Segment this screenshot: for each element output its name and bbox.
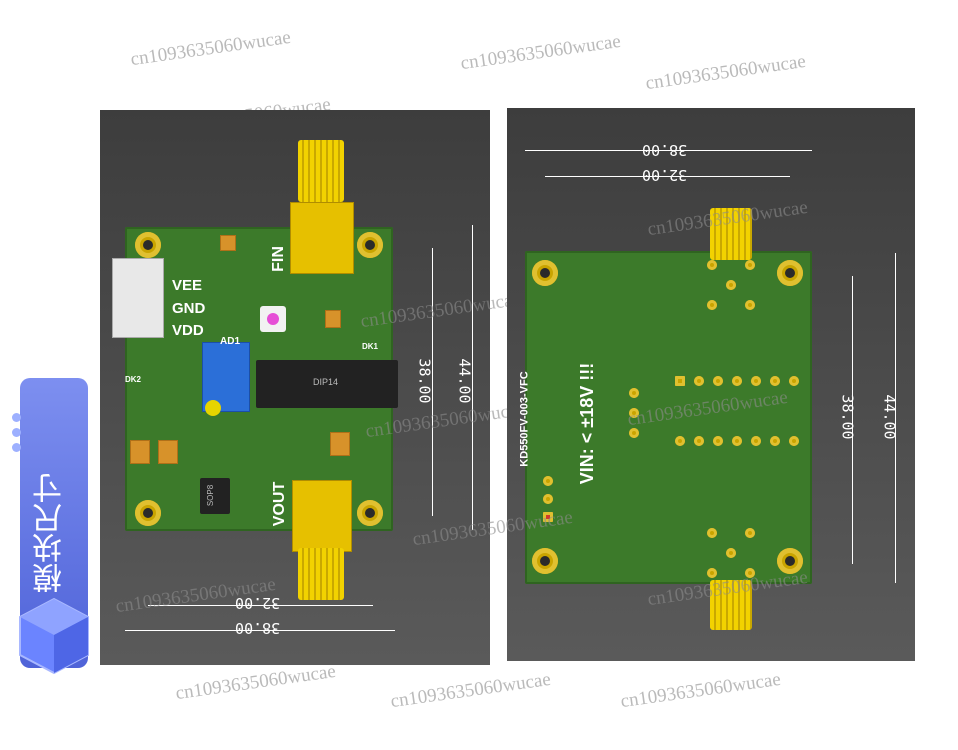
watermark: cn1093635060wucae <box>174 660 338 705</box>
mount-hole <box>532 260 558 286</box>
header-pad <box>543 512 553 522</box>
mount-hole <box>135 500 161 526</box>
capacitor <box>325 310 341 328</box>
dip-pad <box>789 436 799 446</box>
sma-pad <box>745 260 755 270</box>
dim-line <box>895 253 896 583</box>
dim-height-outer: 44.00 <box>455 358 474 404</box>
dim-width-inner: 32.00 <box>642 166 688 184</box>
header-pad <box>543 494 553 504</box>
label-ad: AD1 <box>220 336 241 347</box>
watermark: cn1093635060wucae <box>129 26 293 71</box>
mount-hole <box>777 260 803 286</box>
dots-icon <box>12 413 26 452</box>
dip-pad <box>694 376 704 386</box>
dip-pad <box>751 436 761 446</box>
pcb-bottom <box>525 251 812 584</box>
sma-connector-bottom <box>710 580 752 630</box>
mount-hole <box>357 500 383 526</box>
label-vee: VEE <box>172 277 203 294</box>
sma-connector-top <box>298 140 344 202</box>
label-dk1: DK1 <box>362 342 379 351</box>
sma-pad <box>707 528 717 538</box>
vin-warning: VIN: < ±18V !!! <box>577 362 598 485</box>
sma-pad <box>707 260 717 270</box>
capacitor <box>330 432 350 456</box>
sma-pad <box>707 568 717 578</box>
sma-pad <box>726 280 736 290</box>
watermark: cn1093635060wucae <box>619 668 783 713</box>
dim-width-outer: 38.00 <box>642 141 688 159</box>
side-tab: 模块尺寸 <box>12 378 89 675</box>
dim-line <box>432 248 433 516</box>
watermark: cn1093635060wucae <box>389 668 553 713</box>
label-vdd: VDD <box>172 322 204 339</box>
dip-pad <box>675 376 685 386</box>
mount-hole <box>532 548 558 574</box>
cube-icon <box>19 597 89 675</box>
capacitor <box>158 440 178 464</box>
mount-hole <box>357 232 383 258</box>
led-pink <box>267 313 279 325</box>
dip-pad <box>732 376 742 386</box>
mount-hole <box>135 232 161 258</box>
capacitor <box>220 235 236 251</box>
dip-pad <box>732 436 742 446</box>
sma-connector-bottom <box>298 548 344 600</box>
label-gnd: GND <box>172 300 206 317</box>
watermark: cn1093635060wucae <box>644 50 808 95</box>
watermark: cn1093635060wucae <box>459 30 623 75</box>
pot-pad <box>629 408 639 418</box>
dim-line <box>125 630 395 631</box>
pot-knob <box>205 400 221 416</box>
dim-line <box>852 276 853 564</box>
dip-pad <box>770 376 780 386</box>
label-dk2: DK2 <box>125 375 142 384</box>
dim-height-inner: 38.00 <box>838 394 857 440</box>
sma-connector-top <box>710 208 752 260</box>
dip-pad <box>713 436 723 446</box>
sma-body-bottom <box>292 480 352 552</box>
dim-line <box>545 176 790 177</box>
mount-hole <box>777 548 803 574</box>
dim-line <box>472 225 473 530</box>
side-label: 模块尺寸 <box>33 473 68 593</box>
dim-height-outer: 44.00 <box>880 394 899 440</box>
sma-pad <box>745 568 755 578</box>
sma-pad <box>726 548 736 558</box>
top-view-panel: VEE GND VDD FIN VOUT AD1 DIP14 SOP8 DK1 … <box>100 110 527 665</box>
sma-body-top <box>290 202 354 274</box>
capacitor <box>130 440 150 464</box>
label-dip14: DIP14 <box>313 377 339 387</box>
dip-pad <box>751 376 761 386</box>
dim-height-inner: 38.00 <box>415 358 434 404</box>
sma-pad <box>707 300 717 310</box>
dim-line <box>148 605 373 606</box>
power-header <box>112 258 164 338</box>
dim-width-outer: 38.00 <box>235 619 281 637</box>
sma-pad <box>745 300 755 310</box>
model-label: KD550FV-003-VFC <box>518 371 531 467</box>
dip-pad <box>770 436 780 446</box>
bottom-view-panel: KD550FV-003-VFC VIN: < ±18V !!! 38.00 32… <box>411 108 915 661</box>
label-vout: VOUT <box>271 481 289 527</box>
header-pad <box>543 476 553 486</box>
dip-pad <box>675 436 685 446</box>
pot-pad <box>629 388 639 398</box>
pot-pad <box>629 428 639 438</box>
dim-line <box>525 150 812 151</box>
label-fin: FIN <box>269 246 287 272</box>
dip-pad <box>694 436 704 446</box>
dip-pad <box>713 376 723 386</box>
dip-pad <box>789 376 799 386</box>
sop8-chip <box>200 478 230 514</box>
dip14-chip <box>256 360 398 408</box>
label-sop8: SOP8 <box>206 484 216 507</box>
sma-pad <box>745 528 755 538</box>
